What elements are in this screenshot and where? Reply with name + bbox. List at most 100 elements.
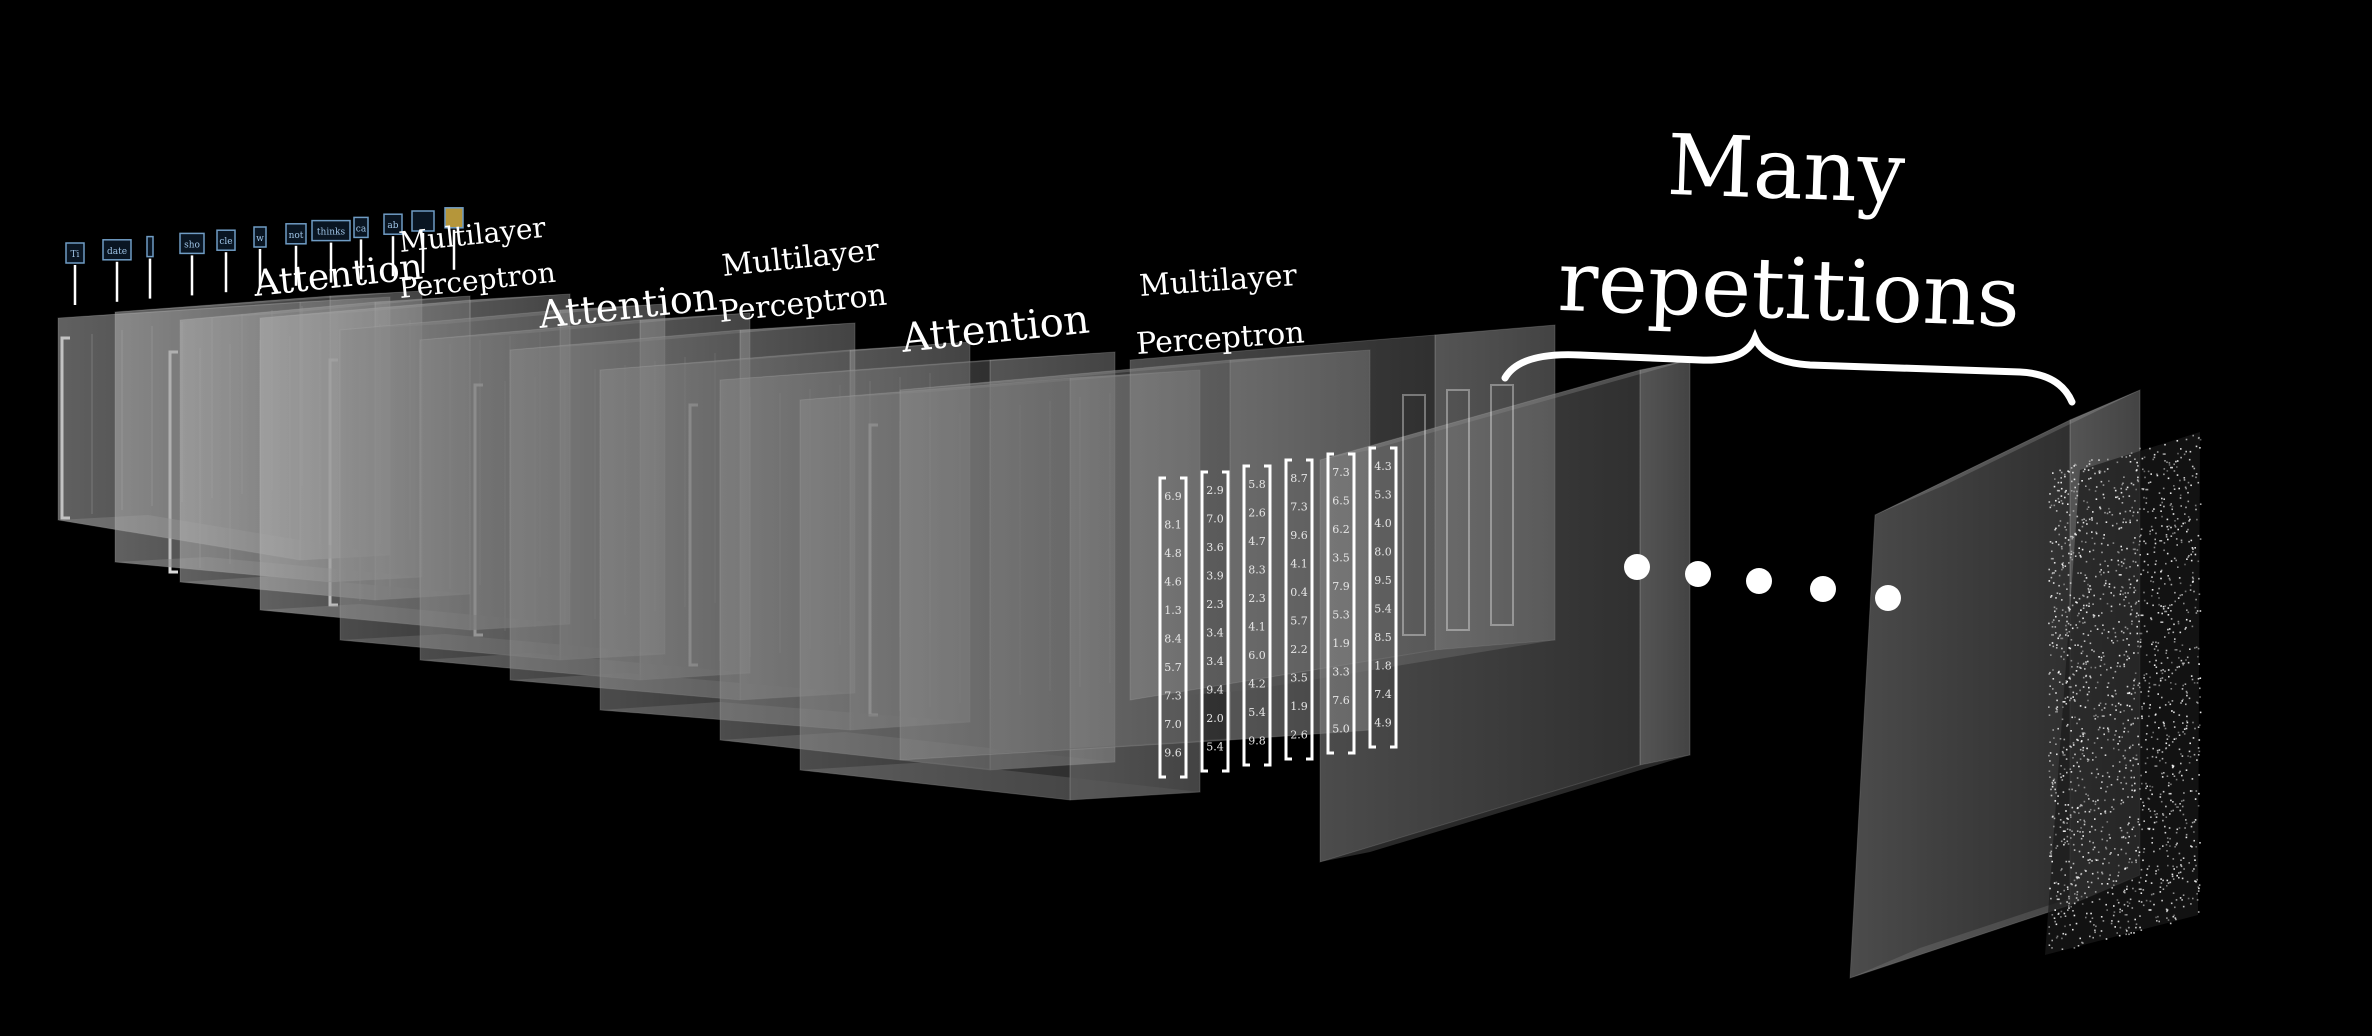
output-noise-dot [2051, 947, 2053, 949]
vector-value: 2.0 [1206, 712, 1224, 725]
output-noise-dot [2185, 769, 2188, 771]
output-noise-dot [2065, 624, 2067, 627]
output-noise-dot [2171, 741, 2174, 743]
output-noise-dot [2117, 563, 2120, 566]
output-noise-dot [2088, 518, 2091, 521]
output-noise-dot [2178, 827, 2181, 829]
output-noise-dot [2159, 793, 2162, 796]
output-noise-dot [2067, 539, 2070, 541]
output-noise-dot [2189, 584, 2192, 587]
vector-bracket-right [1222, 470, 1230, 773]
output-noise-dot [2118, 621, 2120, 623]
output-noise-dot [2157, 868, 2160, 871]
output-noise-dot [2185, 836, 2188, 839]
output-noise-dot [2111, 695, 2113, 697]
output-noise-dot [2092, 936, 2094, 939]
embedding-vector: 2.97.03.63.92.33.43.49.42.05.4 [1200, 470, 1230, 773]
output-noise-dot [2050, 853, 2052, 855]
output-noise-dot [2177, 731, 2180, 734]
output-noise-dot [2170, 799, 2172, 802]
output-noise-dot [2053, 562, 2056, 564]
output-noise-dot [2125, 650, 2128, 653]
output-noise-dot [2196, 759, 2198, 761]
output-noise-dot [2128, 578, 2131, 581]
output-noise-dot [2148, 715, 2150, 718]
output-noise-dot [2146, 724, 2149, 727]
output-noise-dot [2141, 717, 2143, 720]
output-noise-dot [2189, 620, 2191, 622]
output-noise-dot [2166, 461, 2168, 463]
output-noise-dot [2174, 526, 2177, 528]
output-noise-dot [2152, 604, 2154, 607]
output-noise-dot [2185, 690, 2188, 693]
output-noise-dot [2187, 661, 2190, 664]
output-noise-dot [2139, 535, 2141, 538]
output-noise-dot [2119, 911, 2121, 913]
output-noise-dot [2066, 588, 2068, 590]
output-noise-dot [2183, 868, 2185, 870]
output-noise-dot [2136, 625, 2138, 628]
output-noise-dot [2085, 681, 2088, 684]
output-noise-dot [2103, 497, 2105, 499]
vector-value: 7.3 [1164, 690, 1182, 703]
output-noise-dot [2155, 641, 2157, 644]
output-noise-dot [2166, 917, 2168, 919]
embedding-vector: 4.35.34.08.09.55.48.51.87.44.9 [1368, 446, 1398, 749]
output-noise-dot [2189, 589, 2192, 591]
token-label: w [256, 234, 264, 244]
output-noise-dot [2097, 716, 2099, 718]
output-noise-dot [2123, 558, 2126, 561]
vector-value: 6.2 [1332, 523, 1350, 536]
output-noise-dot [2153, 821, 2156, 824]
output-noise-dot [2154, 813, 2157, 816]
output-noise-dot [2173, 532, 2176, 534]
output-noise-dot [2197, 886, 2200, 888]
output-noise-dot [2138, 682, 2141, 685]
output-noise-dot [2086, 693, 2089, 696]
vector-value: 7.6 [1332, 694, 1350, 707]
output-noise-dot [2049, 752, 2052, 754]
output-noise-dot [2062, 775, 2065, 777]
output-noise-dot [2149, 447, 2151, 450]
output-noise-dot [2066, 828, 2069, 830]
output-noise-dot [2134, 890, 2137, 892]
output-noise-dot [2183, 477, 2186, 479]
output-noise-dot [2055, 597, 2057, 599]
output-noise-dot [2088, 605, 2090, 607]
token-box [444, 207, 464, 229]
output-noise-dot [2170, 682, 2172, 684]
output-noise-dot [2048, 693, 2051, 696]
output-noise-dot [2095, 575, 2097, 578]
output-noise-dot [2164, 460, 2166, 462]
output-noise-dot [2073, 465, 2075, 467]
output-noise-dot [2101, 872, 2104, 875]
output-noise-dot [2139, 632, 2141, 635]
output-noise-dot [2070, 771, 2073, 773]
output-noise-dot [2073, 902, 2076, 905]
output-noise-dot [2197, 747, 2200, 749]
output-noise-dot [2096, 628, 2099, 630]
output-noise-dot [2091, 649, 2093, 651]
output-noise-dot [2193, 839, 2195, 842]
output-noise-dot [2071, 666, 2073, 668]
output-noise-dot [2085, 485, 2087, 487]
output-noise-dot [2141, 782, 2143, 785]
output-noise-dot [2055, 833, 2057, 836]
output-noise-dot [2081, 650, 2084, 653]
output-noise-dot [2074, 790, 2077, 792]
output-noise-dot [2165, 562, 2167, 565]
output-noise-dot [2120, 574, 2122, 576]
output-noise-dot [2055, 743, 2057, 745]
output-noise-dot [2074, 811, 2076, 814]
output-noise-dot [2096, 768, 2098, 771]
output-noise-dot [2153, 453, 2156, 456]
output-noise-dot [2141, 614, 2144, 617]
embedding-vector: 8.77.39.64.10.45.72.23.51.92.6 [1284, 458, 1314, 761]
output-noise-dot [2191, 778, 2194, 780]
output-noise-dot [2101, 826, 2104, 828]
output-noise-dot [2186, 656, 2189, 659]
output-noise-dot [2159, 891, 2162, 893]
output-noise-dot [2075, 884, 2077, 886]
output-noise-dot [2107, 727, 2109, 729]
output-noise-dot [2076, 893, 2078, 896]
